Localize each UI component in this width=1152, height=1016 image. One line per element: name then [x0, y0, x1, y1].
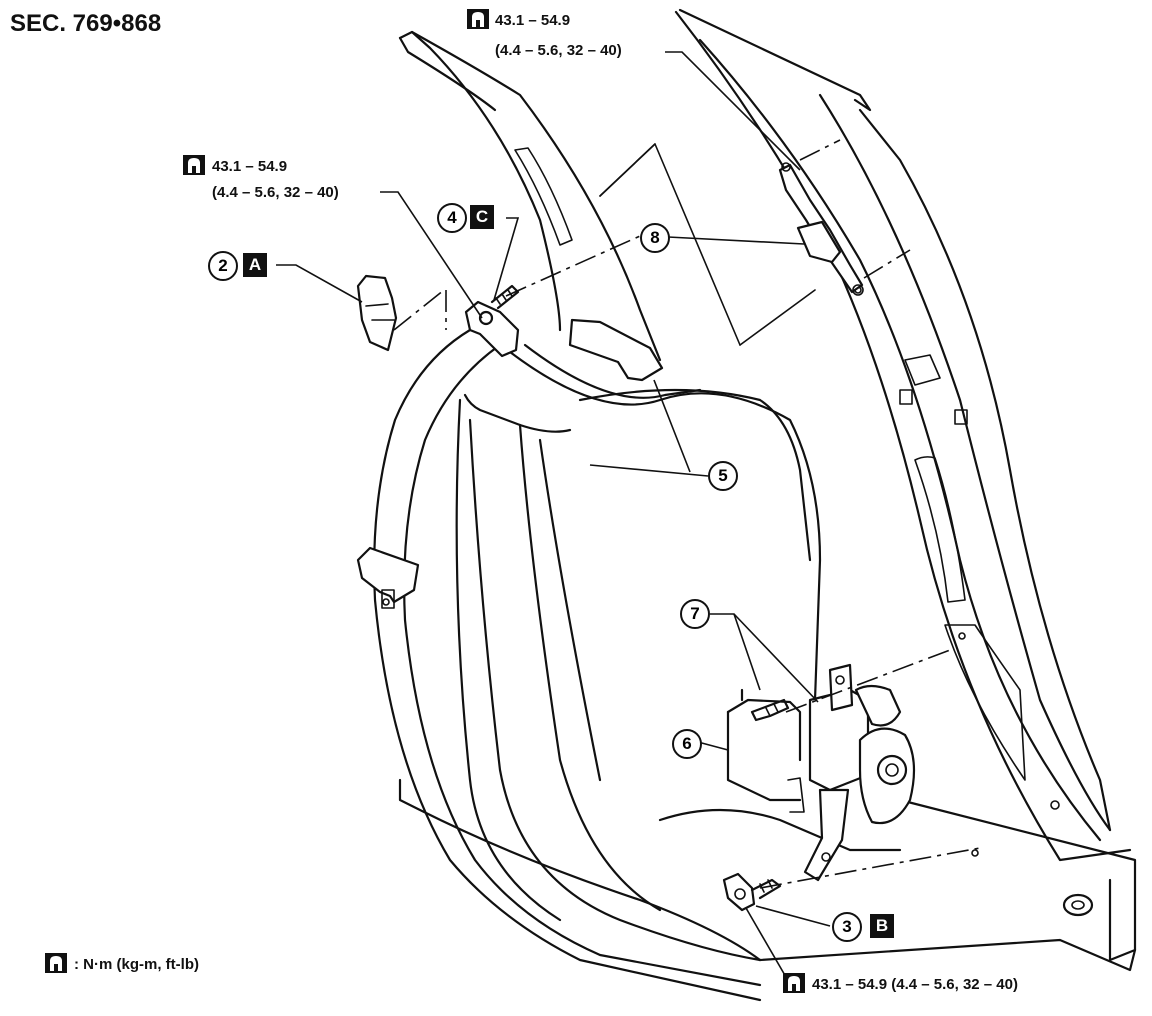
torque-wrench-icon [467, 9, 489, 29]
callout-6: 6 [672, 729, 702, 759]
torque-top-value: 43.1 – 54.9 [495, 12, 571, 29]
body-pillar-outline [398, 8, 1137, 972]
retractor-assembly-part-7 [787, 663, 916, 882]
belt-guide-part-2 [356, 274, 398, 352]
callout-8: 8 [640, 223, 670, 253]
retractor-mounting-bolt [750, 698, 790, 722]
height-adjuster-part-8 [778, 162, 864, 296]
detail-bracket-lines [599, 143, 816, 346]
belt-slide-anchor [356, 546, 420, 609]
torque-unit-legend: : N·m (kg-m, ft-lb) [74, 956, 199, 973]
callout-4: 4 [437, 203, 467, 233]
section-title: SEC. 769•868 [10, 10, 162, 37]
callout-3: 3 [832, 912, 862, 942]
shoulder-anchor-bolt [464, 284, 520, 358]
callout-2: 2 [208, 251, 238, 281]
lower-anchor-bolt-part-3 [722, 872, 782, 912]
seat-belt-webbing [373, 328, 822, 1002]
callout-letter-b: B [870, 914, 894, 938]
callout-7: 7 [680, 599, 710, 629]
callout-letter-c: C [470, 205, 494, 229]
torque-left-units: (4.4 – 5.6, 32 – 40) [212, 184, 339, 201]
alignment-phantom-lines [393, 139, 981, 889]
leader-lines [276, 51, 831, 985]
callout-5: 5 [708, 461, 738, 491]
callout-letter-a: A [243, 253, 267, 277]
torque-left-value: 43.1 – 54.9 [212, 158, 288, 175]
lower-cover-part-6 [726, 688, 802, 802]
torque-wrench-icon [45, 953, 67, 973]
torque-top-units: (4.4 – 5.6, 32 – 40) [495, 42, 622, 59]
torque-wrench-icon [183, 155, 205, 175]
torque-bottom-spec: 43.1 – 54.9 (4.4 – 5.6, 32 – 40) [812, 976, 1018, 993]
upper-trim-clip [568, 318, 664, 382]
torque-wrench-icon [783, 973, 805, 993]
